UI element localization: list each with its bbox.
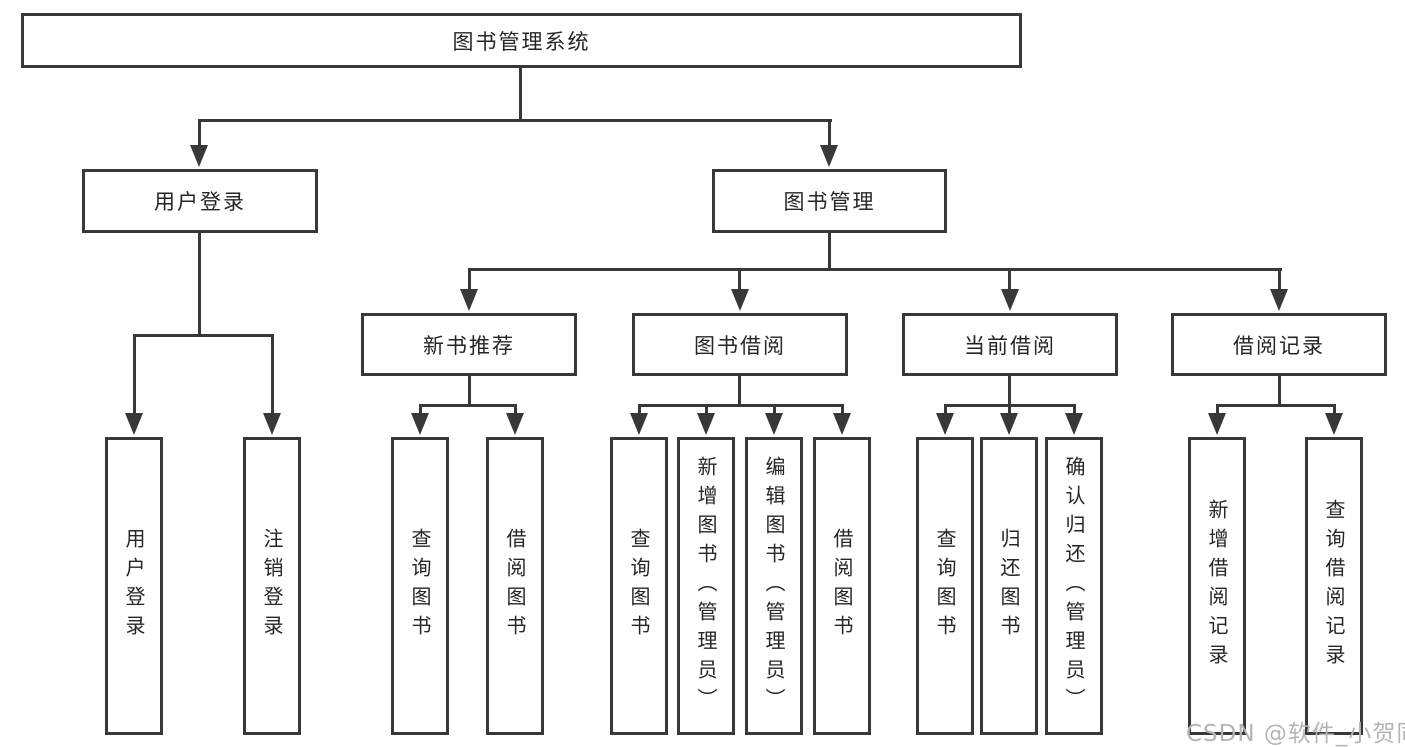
connector-to-login xyxy=(133,334,136,416)
arrow-down-icon xyxy=(506,413,524,435)
connector-new-books-branch xyxy=(419,404,517,407)
node-book-borrow: 图书借阅 xyxy=(632,313,848,376)
arrow-down-icon xyxy=(765,413,783,435)
connector-leaf-stem xyxy=(1216,404,1219,418)
leaf-current-confirm: 确认归还（管理员） xyxy=(1045,437,1103,735)
connector-to-borrow-records xyxy=(1278,268,1281,294)
node-new-books: 新书推荐 xyxy=(361,313,577,376)
arrow-down-icon xyxy=(1208,413,1226,435)
arrow-down-icon xyxy=(630,413,648,435)
arrow-down-icon xyxy=(833,413,851,435)
node-root: 图书管理系统 xyxy=(21,13,1022,68)
leaf-logout: 注销登录 xyxy=(243,437,301,735)
connector-leaf-stem xyxy=(841,404,844,418)
arrow-down-icon xyxy=(190,145,208,167)
connector-to-logout xyxy=(271,334,274,416)
node-book-mgmt: 图书管理 xyxy=(712,169,947,233)
connector-new-books-stem xyxy=(468,376,471,407)
connector-to-user-login xyxy=(198,119,201,149)
node-current-borrow: 当前借阅 xyxy=(902,313,1118,376)
connector-user-stem xyxy=(198,233,201,336)
connector-borrow-records-stem xyxy=(1278,376,1281,407)
connector-to-new-books xyxy=(468,268,471,294)
arrow-down-icon xyxy=(820,145,838,167)
connector-leaf-stem xyxy=(1073,404,1076,418)
watermark: CSDN @软件_小贺同学 xyxy=(1186,721,1405,747)
leaf-borrow-add: 新增图书（管理员） xyxy=(677,437,735,735)
connector-leaf-stem xyxy=(944,404,947,418)
leaf-new-books-query: 查询图书 xyxy=(391,437,449,735)
connector-book-borrow-stem xyxy=(738,376,741,407)
connector-leaf-stem xyxy=(1333,404,1336,418)
arrow-down-icon xyxy=(731,289,749,311)
arrow-down-icon xyxy=(263,413,281,435)
connector-mgmt-stem xyxy=(828,233,831,271)
leaf-new-books-borrow: 借阅图书 xyxy=(486,437,544,735)
connector-leaf-stem xyxy=(638,404,641,418)
connector-borrow-records-branch xyxy=(1216,404,1336,407)
leaf-user-login: 用户登录 xyxy=(105,437,163,735)
arrow-down-icon xyxy=(460,289,478,311)
leaf-current-query: 查询图书 xyxy=(916,437,974,735)
connector-user-branch xyxy=(133,334,274,337)
connector-to-book-borrow xyxy=(738,268,741,294)
leaf-borrow-edit: 编辑图书（管理员） xyxy=(745,437,803,735)
leaf-borrow-borrow: 借阅图书 xyxy=(813,437,871,735)
connector-book-borrow-branch xyxy=(638,404,844,407)
arrow-down-icon xyxy=(936,413,954,435)
leaf-current-return: 归还图书 xyxy=(980,437,1038,735)
arrow-down-icon xyxy=(411,413,429,435)
arrow-down-icon xyxy=(697,413,715,435)
leaf-borrow-query: 查询图书 xyxy=(610,437,668,735)
leaf-records-query: 查询借阅记录 xyxy=(1305,437,1363,735)
arrow-down-icon xyxy=(1000,413,1018,435)
connector-root-branch xyxy=(198,119,832,122)
connector-root-stem xyxy=(519,68,522,122)
arrow-down-icon xyxy=(1001,289,1019,311)
node-user-login: 用户登录 xyxy=(82,169,318,233)
connector-leaf-stem xyxy=(705,404,708,418)
node-borrow-records: 借阅记录 xyxy=(1171,313,1387,376)
connector-to-book-mgmt xyxy=(828,119,831,149)
connector-current-borrow-stem xyxy=(1008,376,1011,407)
arrow-down-icon xyxy=(1325,413,1343,435)
arrow-down-icon xyxy=(1065,413,1083,435)
arrow-down-icon xyxy=(125,413,143,435)
connector-to-current-borrow xyxy=(1008,268,1011,294)
leaf-records-add: 新增借阅记录 xyxy=(1188,437,1246,735)
connector-leaf-stem xyxy=(1008,404,1011,418)
connector-leaf-stem xyxy=(514,404,517,418)
arrow-down-icon xyxy=(1270,289,1288,311)
connector-mgmt-branch xyxy=(468,268,1282,271)
connector-leaf-stem xyxy=(419,404,422,418)
connector-leaf-stem xyxy=(773,404,776,418)
